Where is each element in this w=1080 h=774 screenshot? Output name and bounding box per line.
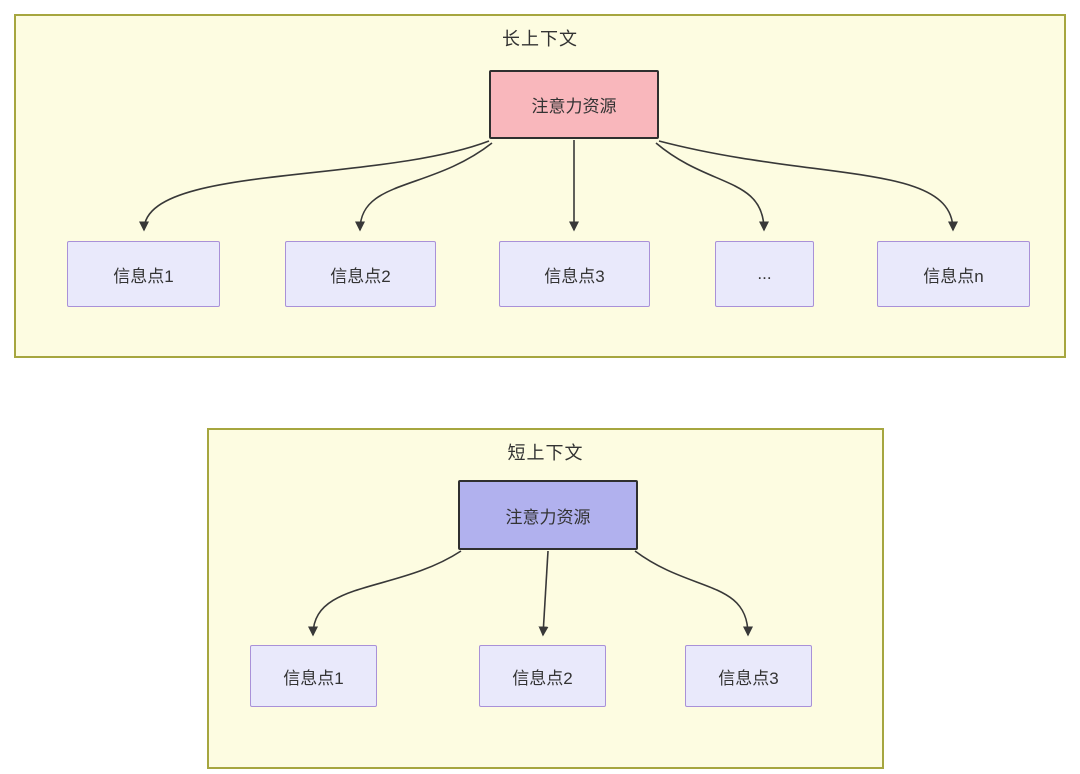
- arrow-to-info2-short: [538, 550, 549, 637]
- arrow-to-ellipsis: [655, 142, 769, 232]
- info-node-3-long: 信息点3: [499, 241, 650, 307]
- info-node-2-long: 信息点2: [285, 241, 436, 307]
- short-context-panel: 短上下文 注意力资源 信息点1 信息点2 信息点3: [207, 428, 884, 769]
- arrow-to-info1: [139, 140, 490, 232]
- attention-resource-node-long: 注意力资源: [489, 70, 659, 139]
- info-node-ellipsis-long: ...: [715, 241, 814, 307]
- long-context-title: 长上下文: [502, 29, 578, 49]
- info-node-n-long: 信息点n: [877, 241, 1030, 307]
- arrow-to-info2: [355, 142, 493, 232]
- arrow-to-infon: [658, 140, 958, 232]
- arrow-to-info3-short: [634, 550, 753, 637]
- info-node-2-short: 信息点2: [479, 645, 606, 707]
- info-node-1-long: 信息点1: [67, 241, 220, 307]
- attention-resource-node-short: 注意力资源: [458, 480, 638, 550]
- long-context-panel: 长上下文 注意力资源 信息点1 信息点2 信息点3 ... 信息点n: [14, 14, 1066, 358]
- short-context-title: 短上下文: [507, 443, 584, 463]
- info-node-3-short: 信息点3: [685, 645, 812, 707]
- arrow-to-info1-short: [308, 550, 462, 637]
- info-node-1-short: 信息点1: [250, 645, 377, 707]
